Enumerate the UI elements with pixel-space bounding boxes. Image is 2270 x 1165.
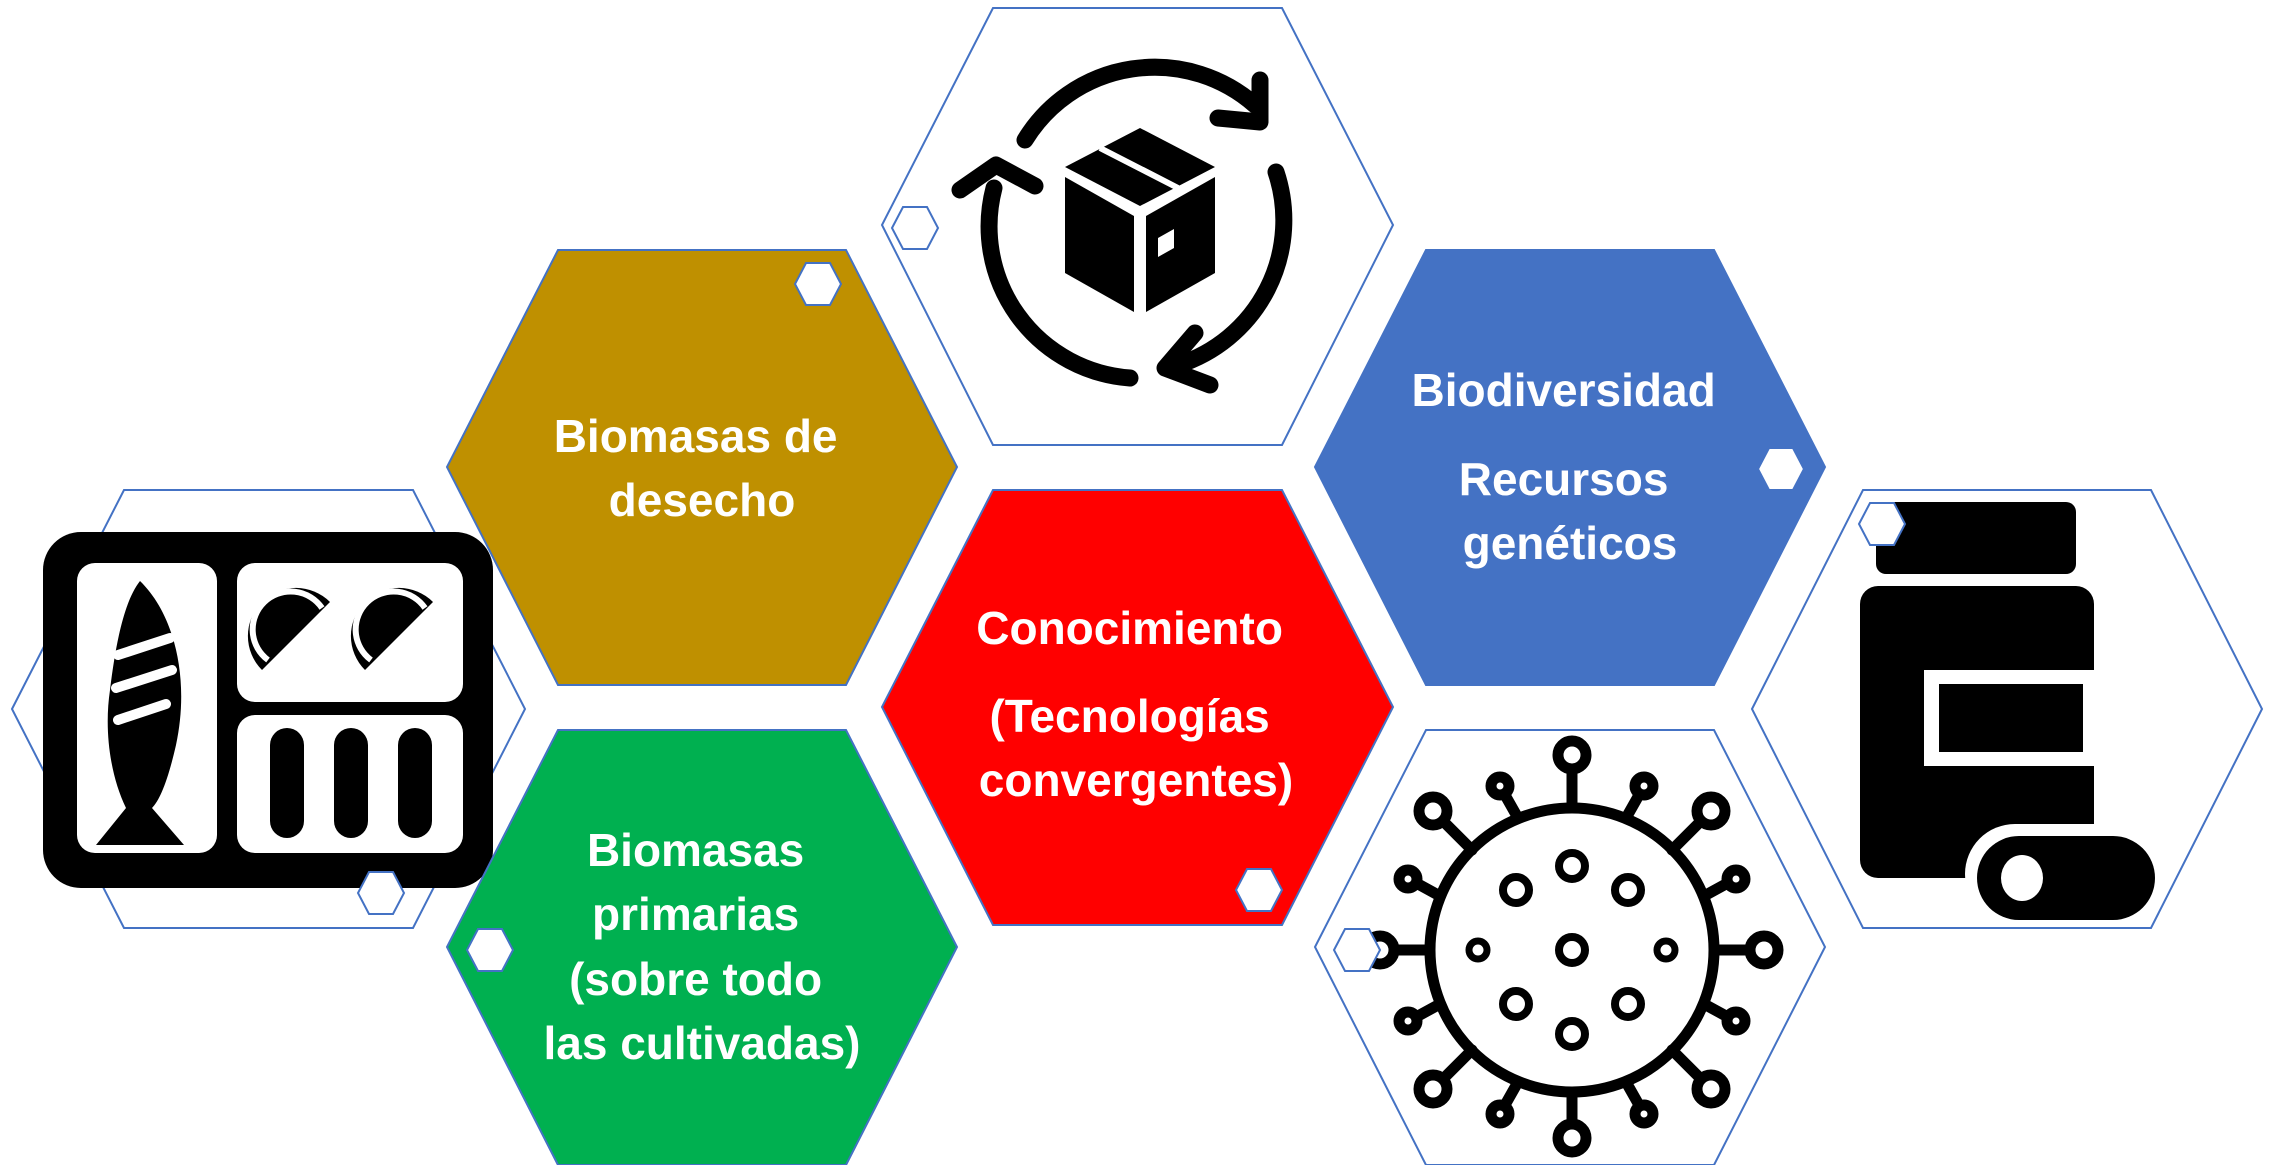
- hex-waste-biomass-label: Biomasas de desecho: [554, 410, 851, 526]
- medicine-bottle-icon: [1860, 502, 2155, 924]
- hex-small-marker: [793, 262, 843, 306]
- recycle-box-icon: [951, 58, 1293, 394]
- hex-knowledge-shape: [880, 489, 1395, 926]
- hex-small-marker: [1756, 447, 1806, 491]
- hex-small-marker: [1857, 502, 1907, 546]
- hex-small-marker: [465, 928, 515, 972]
- hex-recycle: [880, 7, 1395, 446]
- hex-primary-biomass: Biomasas primarias (sobre todo las culti…: [445, 729, 959, 1165]
- hex-food-tray: [10, 489, 527, 929]
- hex-biodiversity: Biodiversidad Recursos genéticos: [1313, 249, 1827, 686]
- hex-small-marker: [1234, 868, 1284, 912]
- hex-biodiversity-shape: [1313, 249, 1827, 686]
- hex-waste-biomass-shape: [445, 249, 959, 686]
- hex-medicine: [1750, 489, 2264, 929]
- hex-waste-biomass: Biomasas de desecho: [445, 249, 959, 686]
- hex-primary-biomass-shape: [445, 729, 959, 1165]
- hex-small-marker: [356, 871, 406, 915]
- virus-icon: [1360, 735, 1784, 1158]
- hex-virus: [1313, 729, 1827, 1165]
- hex-knowledge: Conocimiento (Tecnologías convergentes): [880, 489, 1395, 926]
- hex-primary-biomass-label: Biomasas primarias (sobre todo las culti…: [543, 824, 860, 1069]
- hex-virus-shape: [1313, 729, 1827, 1165]
- hex-small-marker: [1332, 928, 1382, 972]
- food-tray-icon: [43, 532, 493, 888]
- hex-small-marker: [890, 206, 940, 250]
- hex-knowledge-label: Conocimiento (Tecnologías convergentes): [976, 602, 1295, 806]
- hex-biodiversity-label: Biodiversidad Recursos genéticos: [1412, 364, 1729, 569]
